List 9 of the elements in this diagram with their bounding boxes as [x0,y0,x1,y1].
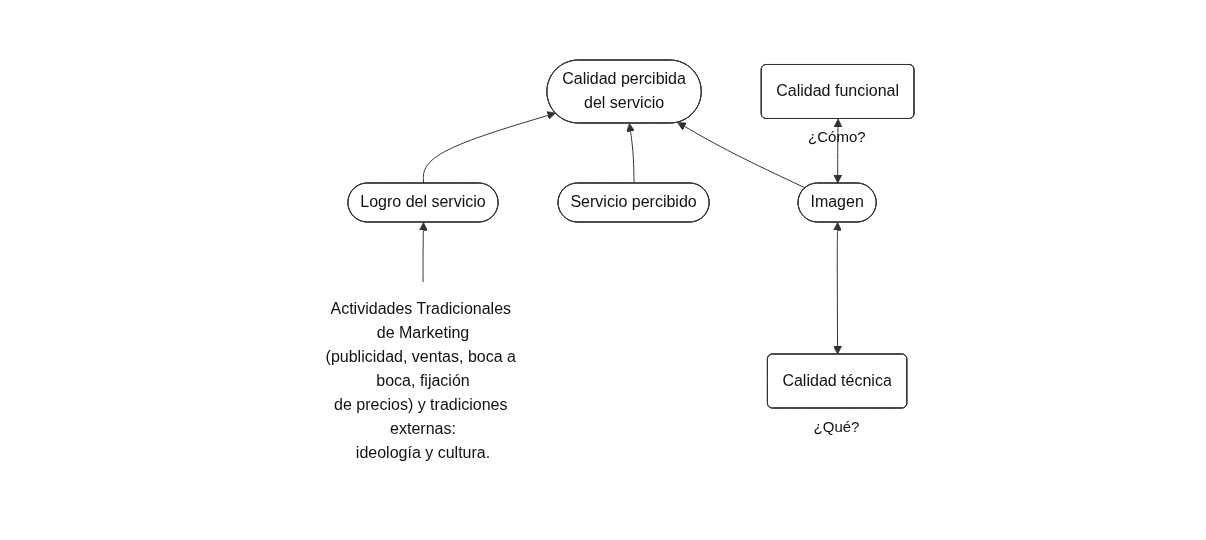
node-text: Actividades Tradicionales de Marketing (publicidad, ventas, boca a boca, fijación de precios) y tradiciones externas: ideología y cultura. [325,299,516,461]
side-note: ¿Cómo? [808,128,866,146]
arrow [418,222,428,283]
arrow [422,111,556,184]
arrow [832,118,842,184]
side-note: ¿Qué? [813,418,860,435]
arrow [676,122,806,189]
arrow [625,123,635,184]
arrow [832,222,842,355]
